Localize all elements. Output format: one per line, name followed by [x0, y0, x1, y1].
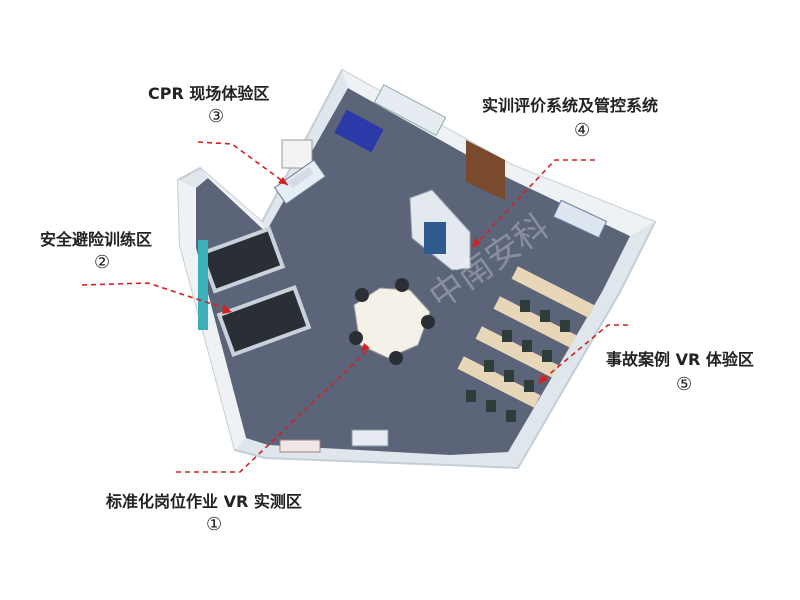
- control-screen: [424, 222, 446, 254]
- wall-poster: [281, 139, 313, 169]
- arrow-head-cpr: [278, 177, 288, 185]
- hospital-bed: [334, 109, 384, 153]
- chair: [349, 331, 363, 345]
- leader-line-vr-accident: [539, 324, 628, 383]
- arrow-head-safety: [222, 305, 232, 314]
- chair: [520, 300, 530, 312]
- left-wall: [178, 180, 246, 450]
- cpr-mannequin: [287, 166, 314, 189]
- vr-desk: [511, 266, 595, 318]
- zone-title-control: 实训评价系统及管控系统: [482, 96, 659, 115]
- leader-line-vr-standard: [176, 349, 369, 473]
- vr-desk: [493, 296, 577, 348]
- chair: [466, 390, 476, 402]
- wall-display: [552, 199, 608, 239]
- top-left-wall: [200, 168, 266, 232]
- zone-number-cpr: ③: [208, 106, 225, 127]
- right-wall: [508, 165, 655, 236]
- chair: [560, 320, 570, 332]
- leader-line-safety: [81, 282, 231, 311]
- chair: [542, 350, 552, 362]
- arrow-head-control: [472, 238, 481, 248]
- arrow-head-vr-standard: [361, 343, 370, 352]
- vr-chairs: [466, 300, 570, 422]
- zone-number-safety: ②: [94, 252, 111, 273]
- chair: [540, 310, 550, 322]
- vr-desk: [475, 326, 559, 378]
- door: [466, 140, 505, 200]
- leader-line-control: [474, 159, 595, 246]
- chair: [389, 351, 403, 365]
- treadmill: [216, 285, 312, 357]
- leader-line-cpr: [197, 141, 289, 186]
- safety-rail: [198, 240, 208, 330]
- zone-title-cpr: CPR 现场体验区: [148, 84, 270, 103]
- zone-title-safety: 安全避险训练区: [40, 230, 153, 249]
- vr-desk: [457, 356, 541, 408]
- chair: [421, 315, 435, 329]
- bottom-cabinet: [351, 429, 389, 447]
- chair: [524, 380, 534, 392]
- treadmill: [198, 226, 286, 294]
- zone-title-vr-accident: 事故案例 VR 体验区: [606, 350, 754, 369]
- wall-display: [373, 84, 447, 136]
- chair: [486, 400, 496, 412]
- zone-number-vr-standard: ①: [206, 514, 223, 535]
- zone-title-vr-standard: 标准化岗位作业 VR 实测区: [106, 492, 302, 511]
- arrow-head-vr-accident: [538, 374, 548, 384]
- chair: [484, 360, 494, 372]
- vr-desk-rows: [457, 266, 595, 408]
- bottom-cabinet: [279, 439, 321, 453]
- chair: [504, 370, 514, 382]
- chair: [355, 288, 369, 302]
- chair: [395, 278, 409, 292]
- zone-number-vr-accident: ⑤: [676, 374, 693, 395]
- chair: [506, 410, 516, 422]
- chair: [522, 340, 532, 352]
- chair: [502, 330, 512, 342]
- zone-number-control: ④: [574, 120, 591, 141]
